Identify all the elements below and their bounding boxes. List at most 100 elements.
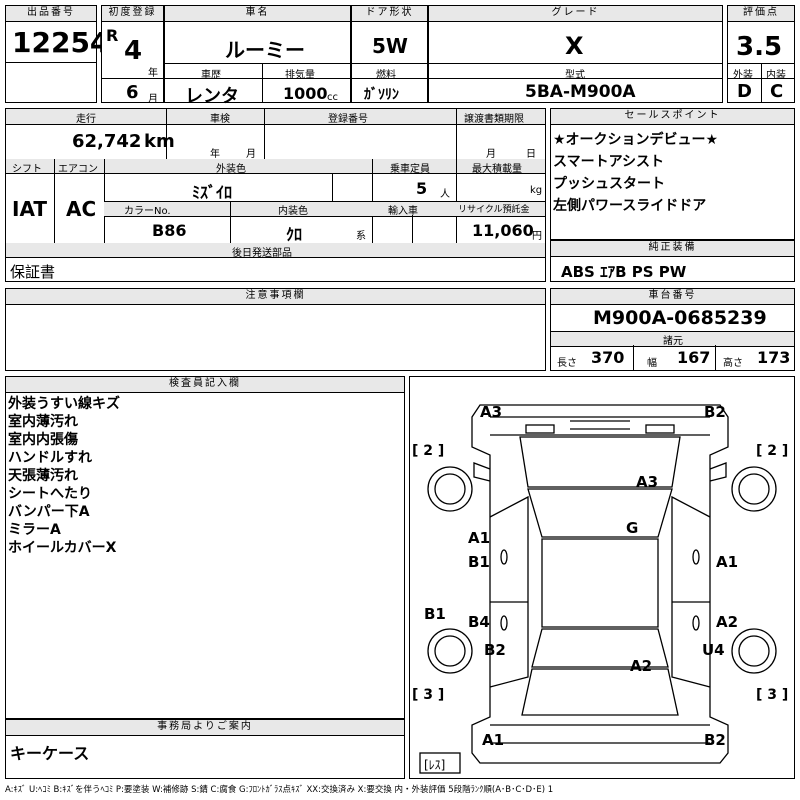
damage-mark: B2 bbox=[704, 731, 726, 749]
mileage-unit: km bbox=[144, 131, 175, 152]
equipment-title: 純正装備 bbox=[551, 241, 794, 257]
score: 3.5 bbox=[736, 32, 783, 62]
inspector-note: 外装うすい線キズ bbox=[8, 396, 120, 412]
length: 370 bbox=[591, 348, 625, 367]
damage-mark: G bbox=[626, 519, 638, 537]
color-label: 外装色 bbox=[216, 164, 246, 175]
interior-label: 内装 bbox=[766, 70, 786, 81]
shift-label: シフト bbox=[12, 164, 42, 175]
caution-title: 注意事項欄 bbox=[6, 289, 545, 305]
first-registration-label: 初度登録 bbox=[102, 6, 163, 22]
sales-item: プッシュスタート bbox=[553, 176, 665, 192]
chassis-number: M900A-0685239 bbox=[593, 307, 767, 329]
import-label: 輸入車 bbox=[388, 206, 418, 217]
history: レンタ bbox=[185, 86, 239, 107]
displacement-label: 排気量 bbox=[285, 70, 315, 81]
inspector-note: シートへたり bbox=[8, 486, 92, 502]
color: ﾐｽﾞｲﾛ bbox=[192, 183, 233, 202]
damage-mark: B2 bbox=[484, 641, 506, 659]
inspector-note: ミラーA bbox=[8, 522, 61, 538]
inspection-year: 年 bbox=[210, 149, 220, 160]
first-registration-box: 初度登録 R 4 年 6 月 bbox=[101, 5, 164, 105]
exterior-label: 外装 bbox=[733, 70, 753, 81]
grade-label: グレード bbox=[429, 6, 722, 22]
sales-item: 左側パワースライドドア bbox=[553, 198, 707, 214]
maxload-unit: kg bbox=[530, 185, 543, 196]
height-label: 高さ bbox=[723, 358, 743, 369]
damage-mark: B2 bbox=[704, 403, 726, 421]
score-box: 評価点 3.5 外装 内装 D C bbox=[727, 5, 795, 103]
displacement-unit: cc bbox=[327, 92, 338, 103]
caution-box: 注意事項欄 bbox=[5, 288, 546, 371]
tire-front-right: [ 2 ] bbox=[756, 443, 788, 459]
door-box: ドア形状 5W 燃料 ｶﾞｿﾘﾝ bbox=[351, 5, 428, 103]
office-title: 事務局よりご案内 bbox=[6, 720, 404, 736]
lot-label: 出品番号 bbox=[6, 6, 96, 22]
damage-mark: A1 bbox=[716, 553, 738, 571]
damage-mark: A2 bbox=[630, 657, 652, 675]
year-unit: 年 bbox=[148, 68, 158, 79]
inspector-note: バンパー下A bbox=[8, 504, 90, 520]
month-unit: 月 bbox=[148, 94, 158, 105]
damage-mark: A3 bbox=[480, 403, 502, 421]
dims-title: 諸元 bbox=[663, 336, 683, 347]
ac: AC bbox=[66, 197, 97, 221]
model-label: 型式 bbox=[565, 70, 585, 81]
reg-year: 4 bbox=[124, 36, 143, 66]
later-parts: 保証書 bbox=[10, 263, 56, 281]
grade-box: グレード X 型式 5BA-M900A bbox=[428, 5, 723, 103]
lot-number: 12254 bbox=[12, 26, 110, 59]
later-label: 後日発送部品 bbox=[232, 248, 292, 259]
inspection-month: 月 bbox=[246, 149, 256, 160]
color-number: B86 bbox=[152, 221, 187, 240]
sales-item: ★オークションデビュー★ bbox=[553, 132, 719, 148]
maxload-label: 最大積載量 bbox=[472, 164, 522, 175]
inspector-note: 天張薄汚れ bbox=[8, 468, 78, 484]
sales-points-box: セールスポイント ★オークションデビュー★ スマートアシスト プッシュスタート … bbox=[550, 108, 795, 240]
regno-label: 登録番号 bbox=[328, 114, 368, 125]
tire-front-left: [ 2 ] bbox=[412, 443, 444, 459]
door-type: 5W bbox=[372, 34, 408, 58]
recycle-fee: 11,060 bbox=[472, 221, 534, 240]
capacity: 5 bbox=[416, 179, 428, 198]
height: 173 bbox=[757, 348, 791, 367]
transfer-label: 譲渡書類期限 bbox=[464, 114, 524, 125]
sales-title: セールスポイント bbox=[551, 109, 794, 125]
legend: A:ｷｽﾞ U:ﾍｺﾐ B:ｷｽﾞを伴うﾍｺﾐ P:要塗装 W:補修跡 S:錆 … bbox=[5, 785, 554, 795]
tire-rear-left: [ 3 ] bbox=[412, 687, 444, 703]
exterior-grade: D bbox=[737, 81, 752, 102]
damage-mark: A1 bbox=[482, 731, 504, 749]
intcolor-unit: 系 bbox=[356, 231, 366, 242]
car-diagram-box: A3 B2 A3 G A1 B1 A1 B1 B4 A2 B2 U4 A2 A1… bbox=[409, 376, 795, 779]
width: 167 bbox=[677, 348, 711, 367]
score-label: 評価点 bbox=[728, 6, 794, 22]
shift: IAT bbox=[12, 197, 48, 221]
capacity-unit: 人 bbox=[440, 189, 450, 200]
inspector-note: ハンドルすれ bbox=[8, 450, 92, 466]
era: R bbox=[106, 26, 119, 45]
interior-color: ｸﾛ bbox=[286, 225, 303, 244]
transfer-month: 月 bbox=[486, 149, 496, 160]
car-diagram: A3 B2 A3 G A1 B1 A1 B1 B4 A2 B2 U4 A2 A1… bbox=[412, 403, 788, 774]
inspection-label: 車検 bbox=[210, 114, 230, 125]
transfer-day: 日 bbox=[526, 149, 536, 160]
interior-grade: C bbox=[770, 81, 784, 102]
office-box: 事務局よりご案内 キーケース bbox=[5, 719, 405, 779]
damage-mark: B4 bbox=[468, 613, 490, 631]
sales-item: スマートアシスト bbox=[553, 154, 665, 170]
recycle-label: リサイクル預託金 bbox=[458, 205, 530, 215]
inspector-note: 室内薄汚れ bbox=[8, 414, 78, 430]
inspector-title: 検査員記入欄 bbox=[6, 377, 404, 393]
inspector-box: 検査員記入欄 外装うすい線キズ 室内薄汚れ 室内内張傷 ハンドルすれ 天張薄汚れ… bbox=[5, 376, 405, 719]
inspector-note: ホイールカバーX bbox=[8, 540, 117, 556]
mileage: 62,742 bbox=[72, 131, 142, 152]
recycle-unit: 円 bbox=[532, 231, 542, 242]
chassis-box: 車台番号 M900A-0685239 諸元 長さ 370 幅 167 高さ 17… bbox=[550, 288, 795, 371]
car-name-box: 車名 ルーミー 車歴 排気量 レンタ 1000 cc bbox=[164, 5, 351, 107]
chassis-title: 車台番号 bbox=[551, 289, 794, 305]
fuel: ｶﾞｿﾘﾝ bbox=[364, 87, 399, 103]
mileage-label: 走行 bbox=[76, 114, 96, 125]
door-label: ドア形状 bbox=[352, 6, 427, 22]
length-label: 長さ bbox=[557, 358, 577, 369]
inspector-note: 室内内張傷 bbox=[8, 432, 78, 448]
